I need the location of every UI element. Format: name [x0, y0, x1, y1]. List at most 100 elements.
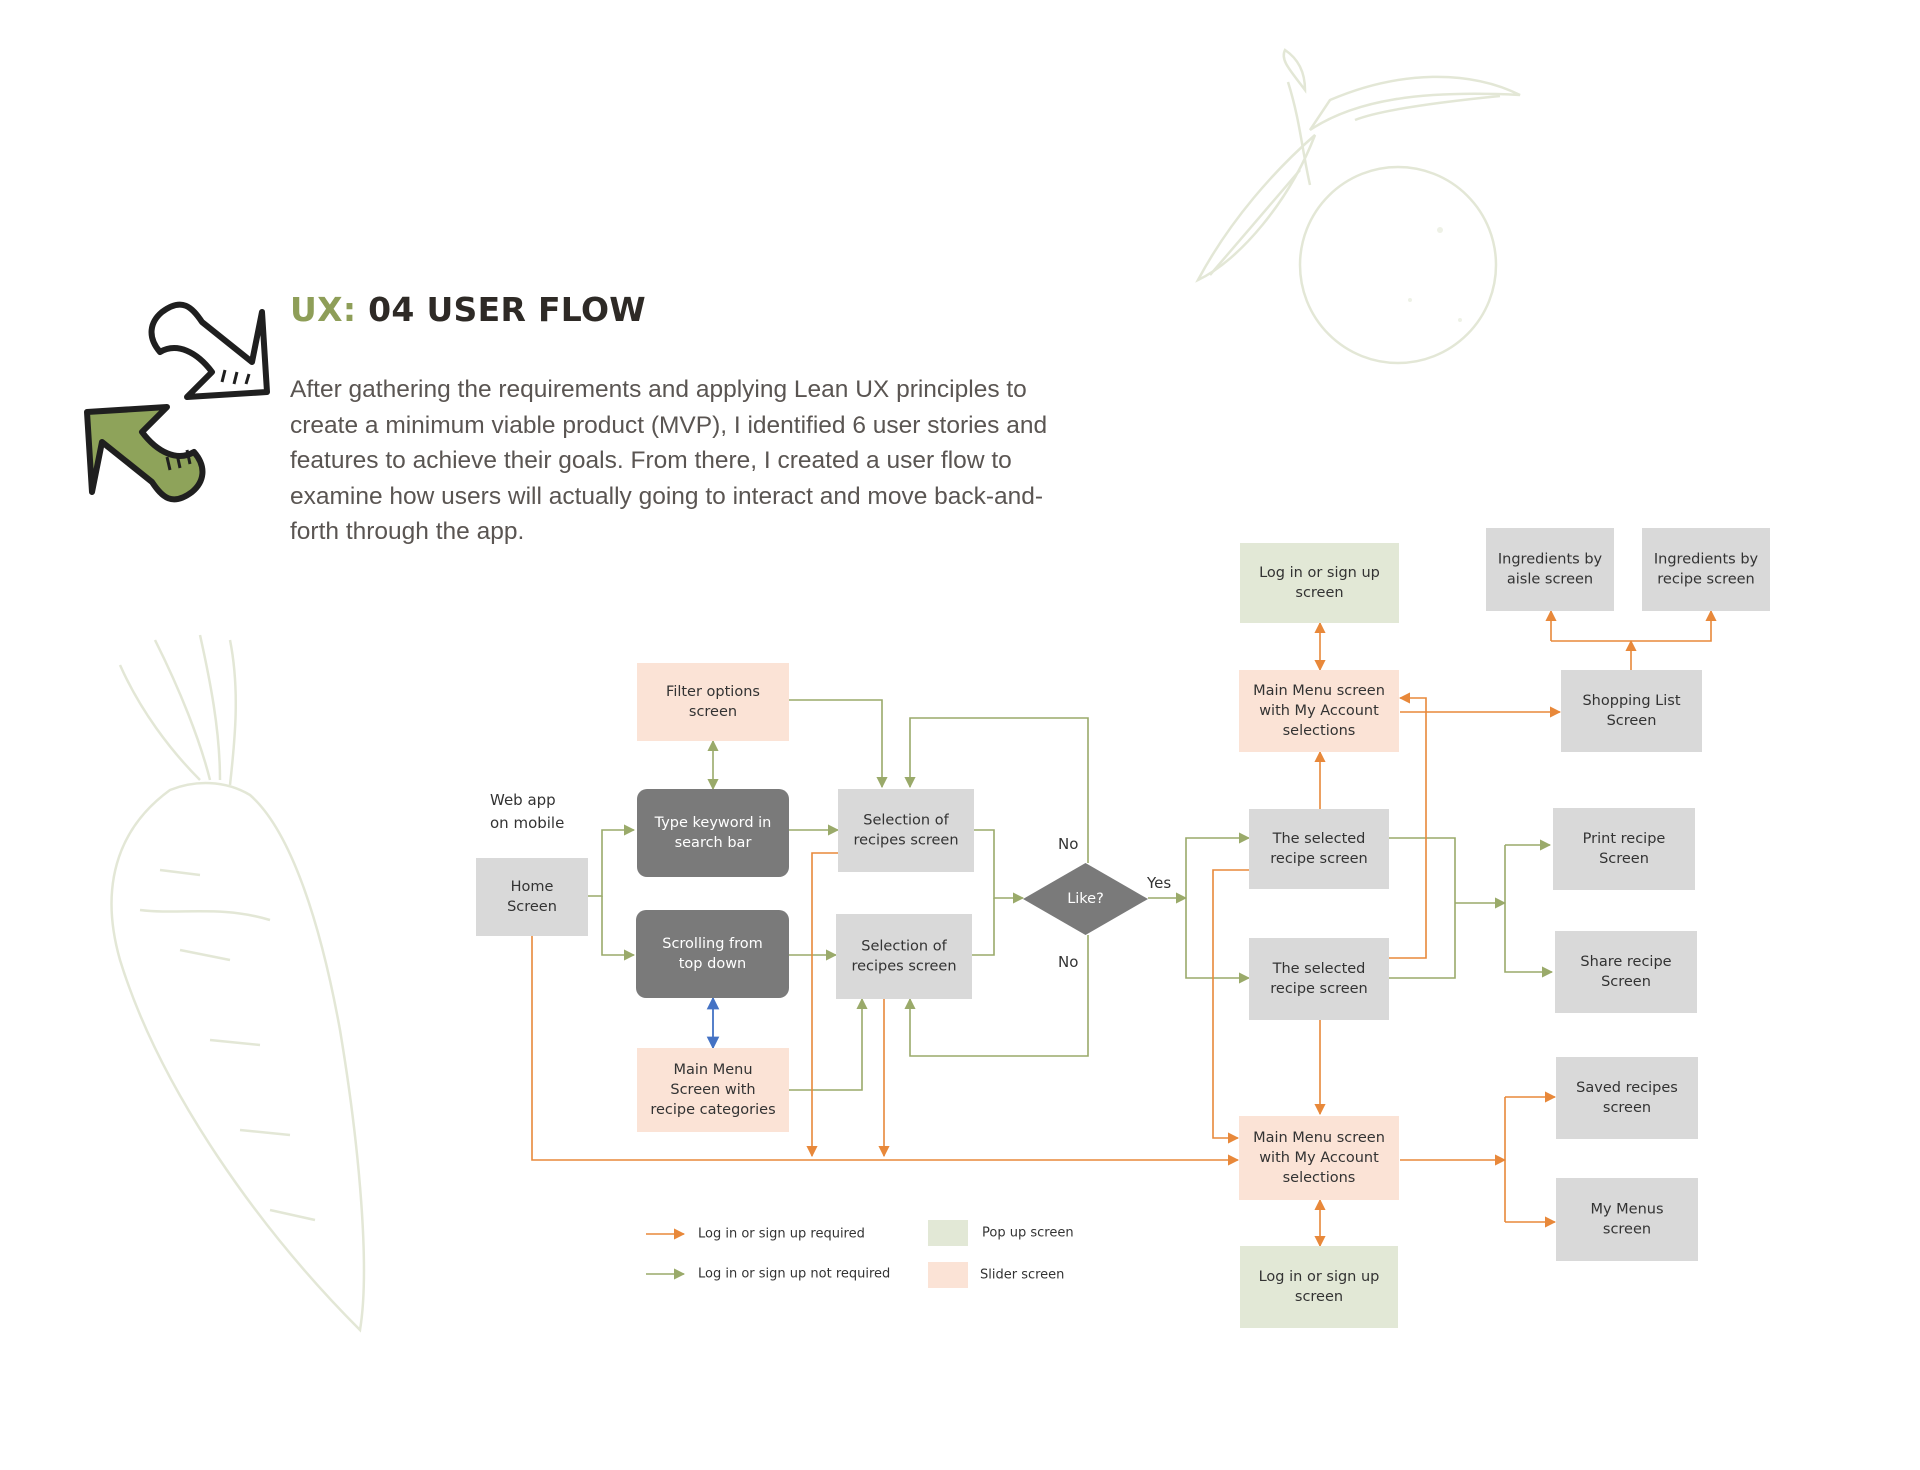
intro-paragraph: After gathering the requirements and app…	[290, 376, 1048, 545]
flow-node-shape	[1561, 670, 1702, 752]
flow-node-shape	[1240, 1246, 1398, 1328]
flow-node-label: Main Menu	[673, 1062, 752, 1078]
edge-sel-top-to-main	[806, 852, 838, 1158]
edge-yes-to-selected-top	[1185, 832, 1251, 898]
flow-node-shape	[1239, 670, 1399, 752]
flow-node-label: recipes screen	[851, 959, 956, 975]
flow-node-label: recipes screen	[853, 833, 958, 849]
flow-node-shape	[1023, 863, 1148, 935]
legend-slider-swatch	[928, 1262, 968, 1288]
flow-node-shape	[636, 910, 789, 998]
flow-node-label: Saved recipes	[1576, 1080, 1678, 1096]
flow-node-label: Shopping List	[1582, 693, 1680, 709]
edge-home-to-scroll	[601, 896, 636, 961]
decision-label-no-top: No	[1058, 835, 1078, 853]
flow-node-selection-bottom: Selection of recipes screen	[836, 914, 972, 999]
flow-node-label: Main Menu screen	[1253, 1130, 1385, 1146]
edge-filter-selection	[789, 699, 888, 789]
context-label: Web app on mobile	[490, 791, 564, 832]
edge-sel-top-like	[974, 829, 1025, 904]
flow-node-label: The selected	[1272, 831, 1366, 847]
decision-label-yes: Yes	[1146, 874, 1171, 892]
flow-node-label: recipe screen	[1657, 572, 1755, 588]
flow-node-label: screen	[689, 704, 737, 720]
flow-node-label: selections	[1283, 1170, 1356, 1186]
flow-node-label: search bar	[675, 835, 752, 851]
flow-node-label: recipe screen	[1270, 981, 1368, 997]
flow-node-label: Screen	[1599, 851, 1649, 867]
carrot-illustration	[110, 634, 366, 1333]
flow-node-label: Home	[511, 879, 554, 895]
flow-node-shape	[1486, 528, 1614, 611]
edge-home-to-type	[588, 824, 636, 897]
flow-node-label: Screen	[1601, 974, 1651, 990]
flow-node-label: Screen	[1607, 713, 1657, 729]
flow-node-shape	[637, 1048, 789, 1132]
flow-node-label: Like?	[1067, 891, 1104, 907]
flow-node-shape	[1249, 809, 1389, 889]
flow-node-label: top down	[679, 956, 747, 972]
double-arrow-icon	[84, 301, 270, 503]
context-label-line2: on mobile	[490, 814, 564, 832]
flow-node-label: with My Account	[1259, 1150, 1379, 1166]
flow-node-scrolling: Scrolling from top down	[636, 910, 789, 998]
title-accent: UX:	[290, 290, 357, 329]
flow-node-label: recipe screen	[1270, 851, 1368, 867]
legend-popup: Pop up screen	[982, 1226, 1074, 1241]
flow-node-shape	[1642, 528, 1770, 611]
flow-node-label: Selection of	[863, 813, 949, 829]
edge-hub-to-share	[1504, 845, 1554, 978]
flow-node-saved-recipes: Saved recipes screen	[1556, 1057, 1698, 1139]
flow-node-label: Print recipe	[1583, 831, 1666, 847]
flow-node-shape	[1556, 1178, 1698, 1261]
flow-node-label: Screen	[507, 899, 557, 915]
flow-node-label: The selected	[1272, 961, 1366, 977]
edge-home-to-main-bottom	[531, 936, 1240, 1166]
title-text: 04 USER FLOW	[368, 290, 647, 329]
flow-node-label: Main Menu screen	[1253, 683, 1385, 699]
flow-node-ingredients-recipe: Ingredients by recipe screen	[1642, 528, 1770, 611]
edge-hub-recipe	[1551, 609, 1717, 642]
flow-node-label: screen	[1603, 1100, 1651, 1116]
flow-node-main-menu-account-bottom: Main Menu screen with My Account selection…	[1239, 1116, 1399, 1200]
legend-login-required: Log in or sign up required	[698, 1227, 865, 1242]
legend: Log in or sign up required Log in or sig…	[646, 1220, 1074, 1288]
flow-node-selected-top: The selected recipe screen	[1249, 809, 1389, 889]
flow-node-shape	[836, 914, 972, 999]
flow-node-label: Selection of	[861, 939, 947, 955]
flow-node-like: Like?	[1023, 863, 1148, 935]
flow-node-label: with My Account	[1259, 703, 1379, 719]
flow-node-shape	[1249, 938, 1389, 1020]
flow-node-label: Scrolling from	[662, 936, 763, 952]
flow-node-shape	[1239, 1116, 1399, 1200]
flow-node-label: Ingredients by	[1654, 552, 1759, 568]
flow-node-shape	[1556, 1057, 1698, 1139]
flow-node-label: selections	[1283, 723, 1356, 739]
edge-like-no-bottom	[904, 935, 1089, 1057]
flow-node-label: Share recipe	[1580, 954, 1671, 970]
flow-node-shape	[637, 663, 789, 741]
flow-node-label: recipe categories	[650, 1102, 775, 1118]
flow-node-shape	[1553, 808, 1695, 890]
flow-node-label: screen	[1295, 585, 1343, 601]
flow-node-label: Ingredients by	[1498, 552, 1603, 568]
flow-node-label: Screen with	[670, 1082, 755, 1098]
flow-node-label: Filter options	[666, 684, 760, 700]
legend-slider: Slider screen	[980, 1268, 1064, 1283]
flow-node-label: Log in or sign up	[1259, 565, 1380, 581]
edge-menucat-to-selection	[789, 997, 868, 1091]
flow-node-filter-options: Filter options screen	[637, 663, 789, 741]
flow-node-login-top: Log in or sign up screen	[1240, 543, 1399, 623]
flow-node-selected-bottom: The selected recipe screen	[1249, 938, 1389, 1020]
legend-popup-swatch	[928, 1220, 968, 1246]
flow-node-shape	[838, 789, 974, 872]
edge-yes-to-selected-bottom	[1185, 898, 1251, 984]
